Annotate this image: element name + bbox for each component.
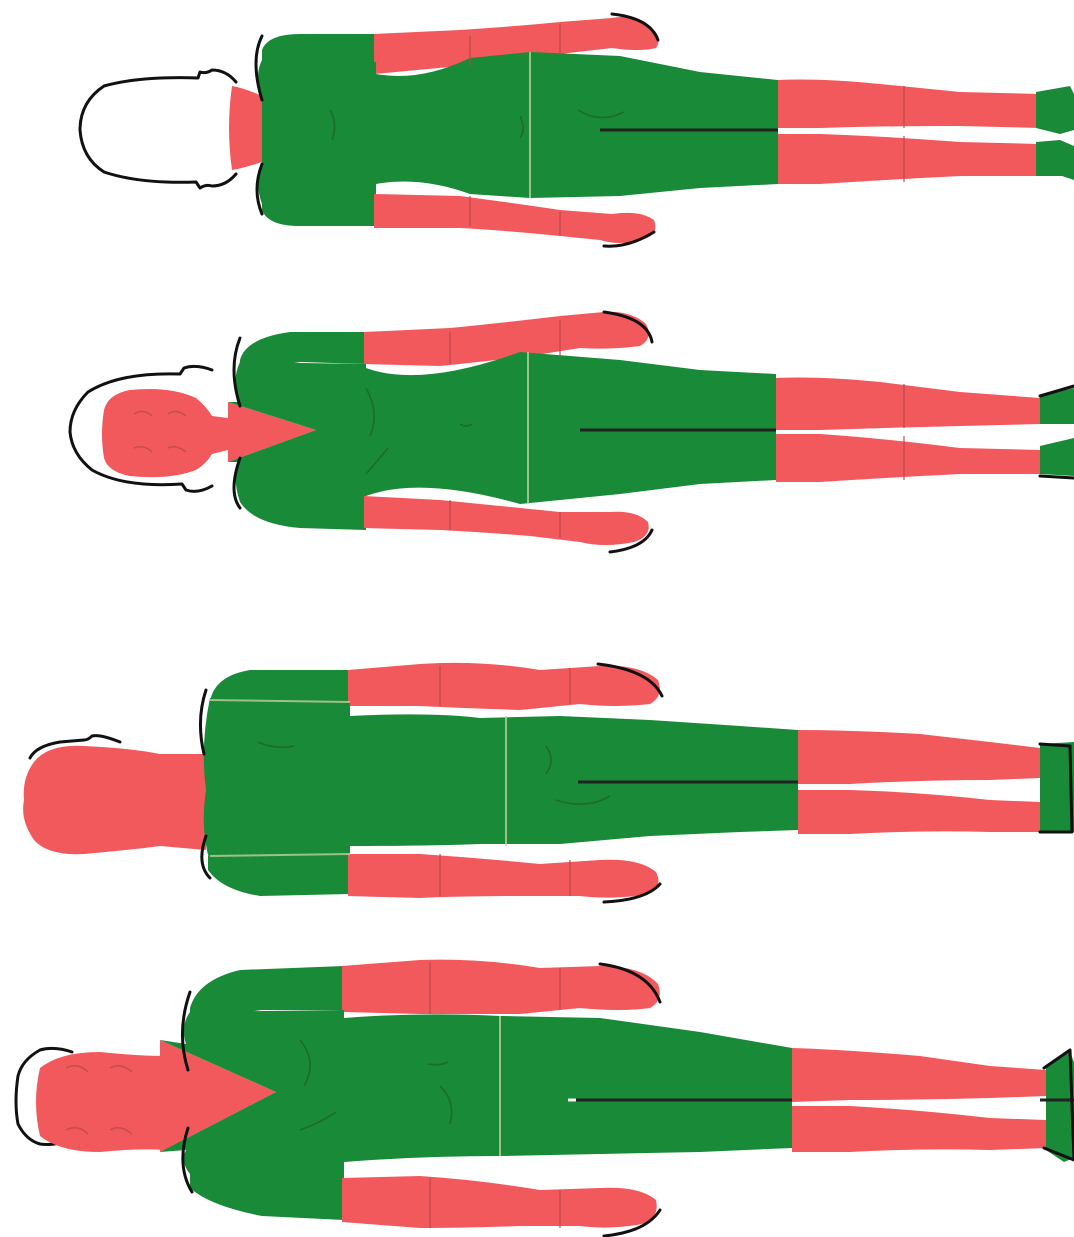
figure-2-leg-bottom [776, 434, 1040, 482]
figure-1-foot-top [1036, 86, 1074, 134]
figure-1-leg-bottom [778, 134, 1040, 184]
figure-3-forearm-bottom [348, 854, 658, 898]
figure-1-upper-arm-bottom [262, 193, 376, 226]
figure-1-leg-top [778, 80, 1040, 129]
figure-2-upper-arm-bottom [240, 494, 366, 530]
figure-4-forearm-bottom [342, 1176, 657, 1228]
figure-2-front-view [70, 312, 1074, 552]
figure-3-torso [204, 698, 798, 862]
figure-2-forearm-bottom [364, 496, 649, 545]
figure-4-front-view [16, 960, 1074, 1236]
figure-4-leg-bottom [792, 1106, 1046, 1152]
figure-1-torso [258, 52, 778, 204]
figure-2-torso [228, 352, 776, 504]
figure-3-leg-bottom [798, 790, 1040, 834]
figure-1-head-outline [80, 70, 236, 188]
figure-3-head [23, 746, 206, 854]
figure-1-forearm-bottom [374, 194, 655, 243]
figure-3-upper-arm-bottom [208, 854, 350, 896]
figure-2-face [102, 389, 228, 477]
figure-1-back-view [80, 14, 1074, 246]
figure-3-back-view [23, 663, 1074, 902]
figure-2-foot-bottom [1040, 438, 1074, 476]
figure-1-foot-bottom [1036, 140, 1074, 180]
figure-4-upper-arm-bottom [190, 1172, 344, 1220]
figure-4-forearm-top [342, 960, 660, 1014]
figure-4-leg-top [792, 1048, 1046, 1102]
figure-2-leg-top [776, 378, 1040, 431]
figure-1-neck [229, 86, 262, 170]
figure-3-leg-top [798, 730, 1040, 784]
figure-3-forearm-top [348, 663, 660, 710]
